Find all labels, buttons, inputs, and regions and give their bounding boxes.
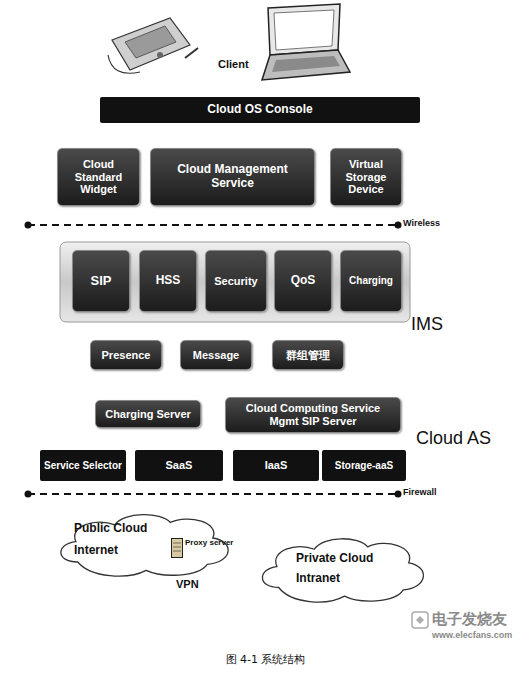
component-box: HSS — [139, 250, 197, 312]
box-label: Charging — [349, 275, 393, 287]
ims-band — [60, 242, 410, 322]
box-label: Cloud Standard Widget — [62, 158, 135, 196]
component-box: IaaS — [233, 450, 319, 481]
component-box: QoS — [274, 250, 332, 312]
firewall-boundary — [25, 491, 402, 498]
watermark-logo — [412, 612, 428, 628]
box-label: SIP — [91, 274, 112, 289]
box-label: QoS — [291, 274, 316, 288]
component-box: SIP — [72, 250, 130, 312]
cloud-label: Intranet — [296, 572, 340, 586]
box-label: SaaS — [166, 459, 193, 472]
box-label: Storage-aaS — [335, 460, 393, 472]
pda-illustration — [108, 18, 198, 73]
component-box: Service Selector — [40, 450, 126, 481]
box-label: IaaS — [265, 459, 288, 472]
component-box: Cloud Computing Service Mgmt SIP Server — [225, 397, 401, 433]
component-box: SaaS — [135, 450, 223, 481]
component-box: Virtual Storage Device — [330, 148, 402, 206]
cloud-label: Internet — [74, 544, 118, 558]
box-label: Cloud Management Service — [155, 163, 310, 191]
server-label: Proxy server — [185, 538, 233, 547]
component-box: Cloud Standard Widget — [57, 148, 140, 206]
component-box: Charging Server — [95, 400, 201, 428]
component-box: Cloud Management Service — [150, 148, 315, 206]
annotation-label: IMS — [411, 314, 443, 335]
annotation-label: Cloud AS — [416, 428, 491, 449]
annotation-label: VPN — [176, 578, 199, 590]
component-box: Security — [205, 250, 267, 312]
component-box: Cloud OS Console — [100, 97, 420, 123]
annotation-label: Wireless — [403, 218, 440, 228]
watermark: www.elecfans.com — [432, 630, 512, 640]
watermark: 电子发烧友 — [432, 610, 507, 629]
box-label: Cloud Computing Service Mgmt SIP Server — [230, 402, 396, 427]
box-label: Presence — [102, 349, 151, 362]
component-box: 群组管理 — [272, 340, 344, 370]
cloud-label: Private Cloud — [296, 552, 373, 566]
box-label: 群组管理 — [286, 349, 330, 362]
cloud-outline — [252, 532, 430, 606]
box-label: Security — [214, 275, 257, 288]
box-label: Service Selector — [44, 460, 122, 472]
component-box: Charging — [340, 250, 402, 312]
wireless-boundary — [25, 222, 402, 229]
laptop-illustration — [262, 4, 350, 80]
component-box: Presence — [90, 340, 162, 370]
server-icon: Proxy server — [171, 538, 183, 558]
network-cloud: Public CloudInternet Proxy server — [50, 508, 235, 580]
box-label: Charging Server — [105, 408, 191, 421]
network-cloud: Private CloudIntranet — [252, 532, 430, 606]
cloud-label: Public Cloud — [74, 522, 147, 536]
component-box: Storage-aaS — [322, 450, 406, 481]
server-outline — [171, 538, 183, 558]
figure-caption: 图 4-1 系统结构 — [0, 652, 531, 667]
box-label: Cloud OS Console — [207, 103, 312, 117]
component-box: Message — [180, 340, 252, 370]
box-label: HSS — [156, 274, 181, 288]
box-label: Virtual Storage Device — [335, 158, 397, 196]
annotation-label: Client — [218, 58, 249, 70]
box-label: Message — [193, 349, 239, 362]
annotation-label: Firewall — [403, 487, 437, 497]
